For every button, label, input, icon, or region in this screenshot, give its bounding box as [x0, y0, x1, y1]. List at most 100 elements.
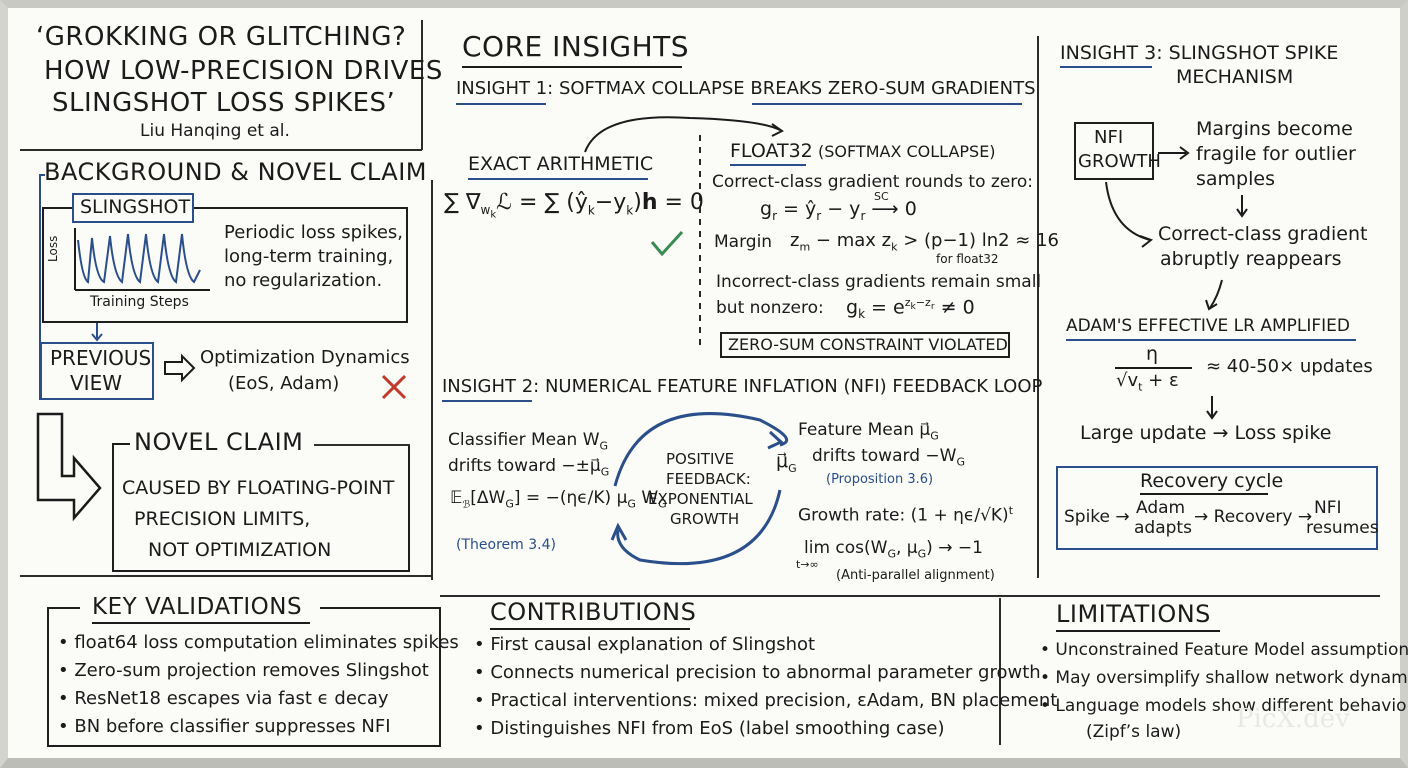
slingshot-loss-plot [74, 228, 210, 291]
nfi-growth-box [1074, 122, 1154, 180]
cycle-nfi-1: NFI [1314, 498, 1342, 518]
nfi-1: NFI [1094, 127, 1124, 148]
core-insights-heading: CORE INSIGHTS [462, 30, 689, 63]
background-heading: BACKGROUND & NOVEL CLAIM [44, 158, 427, 186]
recovery-title: Recovery cycle [1140, 470, 1284, 492]
violated-text: ZERO-SUM CONSTRAINT VIOLATED [728, 335, 1008, 354]
for-float32: for float32 [936, 252, 999, 266]
feature-drift: drifts toward −WG [812, 446, 965, 469]
incorrect-text-1: Incorrect-class gradients remain small [716, 272, 1042, 292]
contribution-item: • Connects numerical precision to abnorm… [474, 662, 1041, 683]
claim-2: PRECISION LIMITS, [134, 508, 311, 530]
incorrect-text-2: but nonzero: [716, 298, 824, 318]
paper-title-line1: ‘GROKKING OR GLITCHING? [36, 22, 407, 52]
contributions-heading: CONTRIBUTIONS [490, 598, 697, 626]
margins-3: samples [1196, 168, 1275, 190]
lim-sub: t→∞ [796, 558, 819, 571]
slingshot-desc-2: long-term training, [224, 246, 394, 267]
incorrect-grad-eq: gk = ezk−zr ≠ 0 [846, 296, 975, 322]
grad-rounding-eq: gr = ŷr − yr ⟶ 0 [760, 198, 917, 223]
margins-2: fragile for outlier [1196, 143, 1356, 165]
margins-1: Margins become [1196, 118, 1353, 140]
positive-1: POSITIVE [666, 450, 735, 468]
exact-arithmetic-label: EXACT ARITHMETIC [468, 153, 654, 175]
theorem-eq: 𝔼ℬ[ΔWG] = −(ηϵ/K) μG WG [450, 488, 667, 511]
cross-icon [381, 374, 407, 400]
plot-xlabel: Training Steps [90, 294, 189, 310]
feature-mean: Feature Mean μ⃗G [798, 420, 939, 443]
limitations-heading: LIMITATIONS [1056, 600, 1211, 628]
insight2-heading: INSIGHT 2: NUMERICAL FEATURE INFLATION (… [442, 376, 1043, 397]
positive-3: EXPONENTIAL [648, 490, 753, 508]
limitation-item: • Unconstrained Feature Model assumption [1040, 640, 1408, 660]
recovery-cycle-box [1056, 466, 1378, 550]
positive-2: FEEDBACK: [666, 470, 751, 488]
previous-view-1: PREVIOUS [50, 346, 152, 370]
float32-label: FLOAT32 [730, 140, 813, 162]
updates: ≈ 40-50× updates [1206, 356, 1373, 377]
adam-lr-heading: ADAM'S EFFECTIVE LR AMPLIFIED [1066, 316, 1351, 336]
previous-view-2: VIEW [70, 371, 122, 395]
opt-dynamics-1: Optimization Dynamics [200, 347, 410, 368]
plot-ylabel: Loss [46, 235, 60, 262]
lim-eq: lim cos(WG, μG) → −1 [804, 538, 983, 561]
cycle-spike: Spike → [1064, 507, 1130, 527]
paper-title-line2: HOW LOW-PRECISION DRIVES [44, 56, 443, 86]
limitation-item: • Language models show different behavio… [1040, 696, 1408, 716]
grad-zero-text: Correct-class gradient rounds to zero: [712, 172, 1034, 192]
positive-4: GROWTH [670, 510, 740, 528]
contribution-item: • Practical interventions: mixed precisi… [474, 690, 1058, 711]
slingshot-label-box [72, 193, 194, 223]
validation-item: • BN before classifier suppresses NFI [58, 716, 391, 737]
contribution-item: • First causal explanation of Slingshot [474, 634, 816, 655]
zero-sum-equation: ∑ ∇wkℒ = ∑ (ŷk−yk)h = 0 [444, 190, 704, 221]
cycle-recovery: → Recovery → [1194, 507, 1313, 527]
novel-claim-heading: NOVEL CLAIM [134, 428, 304, 456]
insight3-heading-2: MECHANISM [1176, 66, 1294, 88]
large-update: Large update → Loss spike [1080, 422, 1332, 444]
authors: Liu Hanqing et al. [140, 121, 290, 141]
reappear-2: abruptly reappears [1160, 248, 1342, 270]
mu-g-symbol: μ⃗G [776, 450, 797, 475]
violated-box [720, 332, 1010, 358]
classifier-mean: Classifier Mean WG [448, 430, 609, 453]
opt-dynamics-2: (EoS, Adam) [228, 373, 340, 394]
limitation-item-cont: (Zipf’s law) [1086, 722, 1182, 742]
claim-3: NOT OPTIMIZATION [148, 539, 332, 561]
eta-denominator: √vt + ε [1116, 370, 1179, 394]
reappear-1: Correct-class gradient [1158, 223, 1368, 245]
nfi-2: GROWTH [1078, 151, 1161, 172]
contribution-item: • Distinguishes NFI from EoS (label smoo… [474, 718, 945, 739]
paper-title-line3: SLINGSHOT LOSS SPIKES’ [52, 88, 396, 118]
slingshot-desc-1: Periodic loss spikes, [224, 222, 403, 243]
slingshot-desc-3: no regularization. [224, 270, 383, 291]
sc-label: SC [874, 190, 889, 203]
theorem-ref: (Theorem 3.4) [456, 537, 556, 553]
limitation-item: • May oversimplify shallow network dynam… [1040, 668, 1408, 688]
proposition-ref: (Proposition 3.6) [826, 472, 934, 487]
insight3-heading-1: INSIGHT 3: SLINGSHOT SPIKE [1060, 42, 1339, 64]
cycle-adam-2: adapts [1134, 518, 1192, 538]
novel-claim-box [112, 444, 410, 572]
classifier-drift: drifts toward −±μ⃗G [448, 456, 610, 479]
cycle-nfi-2: resumes [1306, 518, 1379, 538]
check-icon [650, 230, 684, 257]
validations-heading: KEY VALIDATIONS [92, 594, 303, 620]
growth-rate: Growth rate: (1 + ηϵ/√K)t [798, 504, 1014, 526]
slingshot-label: SLINGSHOT [80, 196, 191, 218]
watermark: PicX.dev [1236, 704, 1350, 734]
validation-item: • float64 loss computation eliminates sp… [58, 632, 459, 653]
slingshot-box [42, 207, 408, 323]
validation-item: • Zero-sum projection removes Slingshot [58, 660, 429, 681]
eta-numerator: η [1146, 343, 1159, 365]
cycle-adam-1: Adam [1136, 498, 1186, 518]
previous-view-box [40, 342, 154, 400]
antiparallel: (Anti-parallel alignment) [836, 568, 995, 583]
margin-eq: zm − max zk > (p−1) ln2 ≈ 16 [790, 230, 1060, 254]
validation-item: • ResNet18 escapes via fast ϵ decay [58, 688, 389, 709]
insight1-heading: INSIGHT 1: SOFTMAX COLLAPSE BREAKS ZERO-… [456, 78, 1036, 99]
float32-note: (SOFTMAX COLLAPSE) [818, 142, 996, 161]
margin-label: Margin [714, 232, 773, 252]
